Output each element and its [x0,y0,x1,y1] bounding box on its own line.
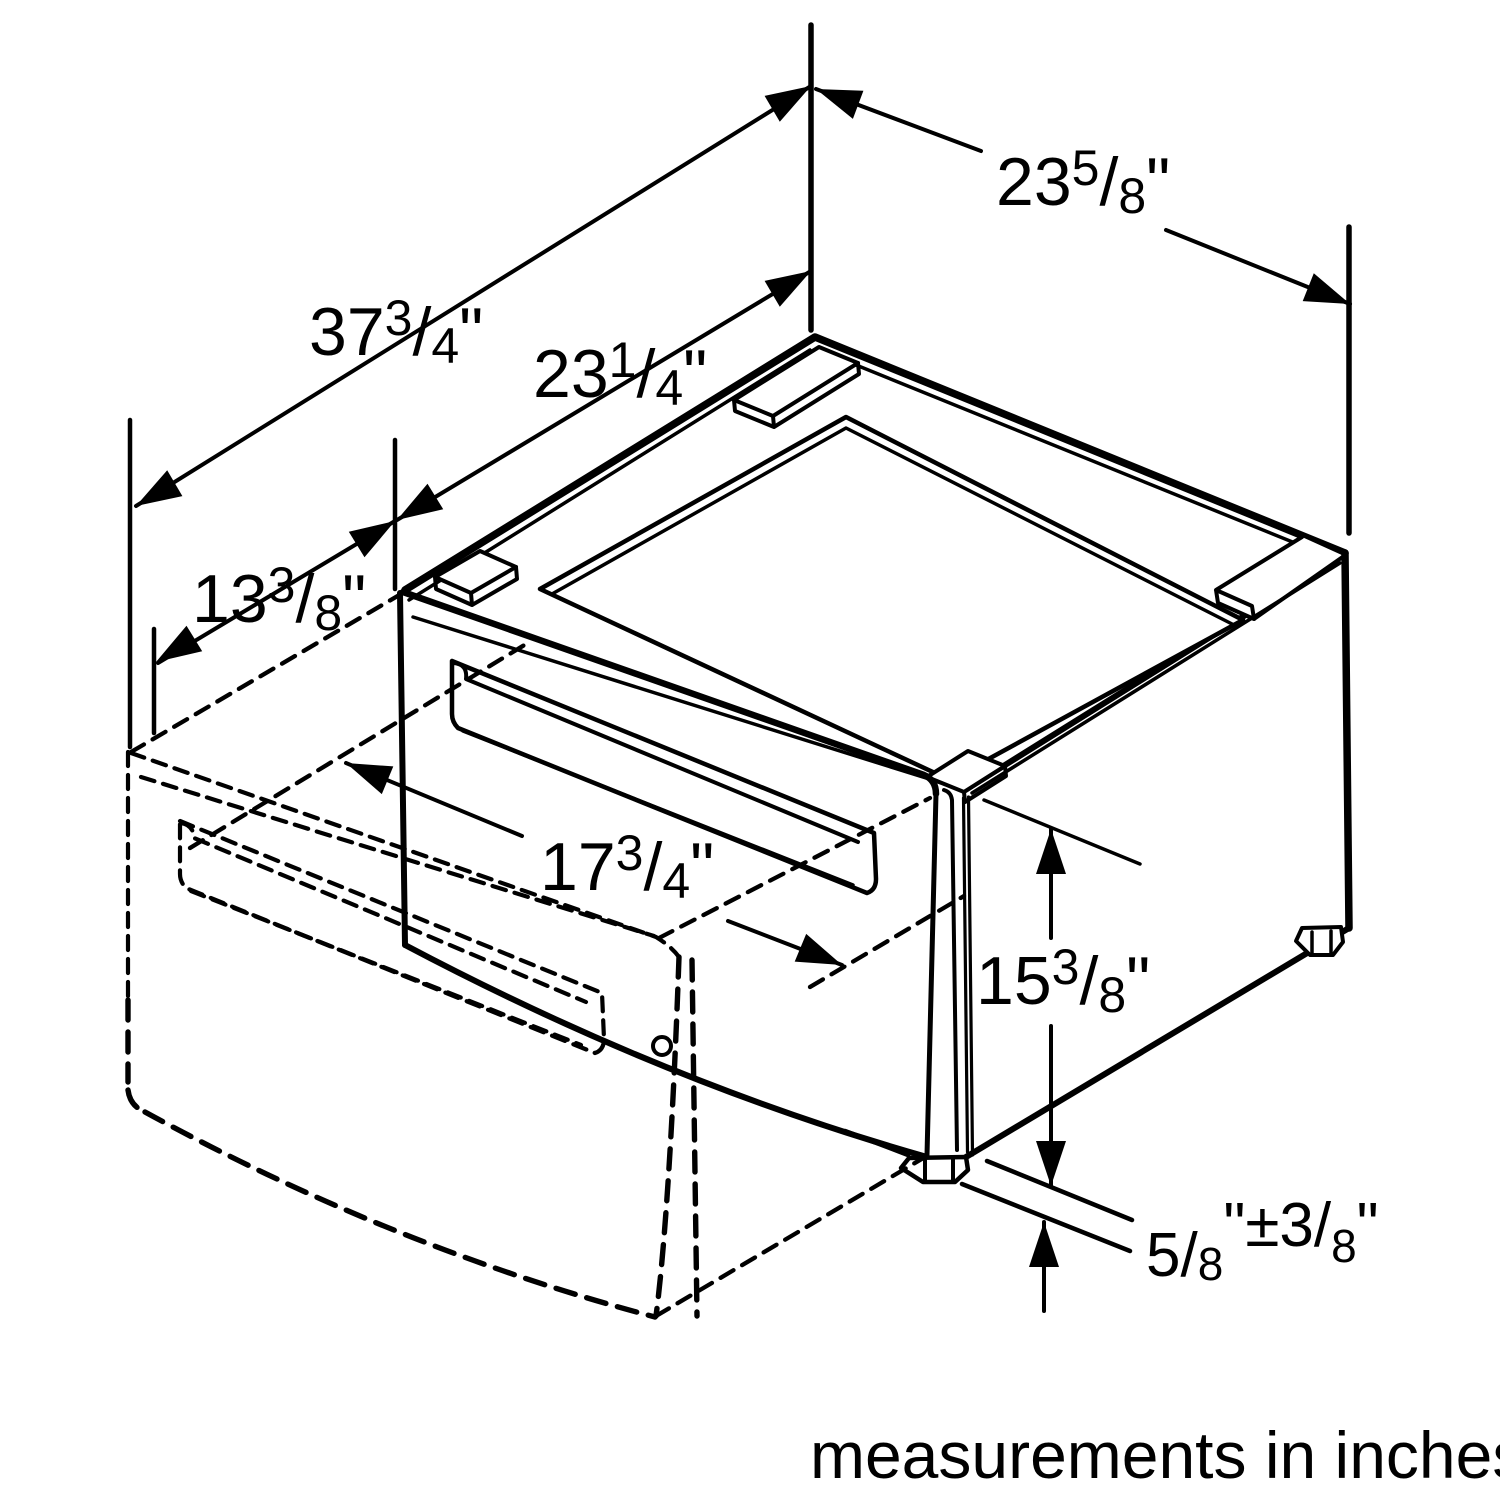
svg-text:373/4": 373/4" [309,290,483,374]
svg-text:measurements in inches: measurements in inches [810,1418,1500,1492]
